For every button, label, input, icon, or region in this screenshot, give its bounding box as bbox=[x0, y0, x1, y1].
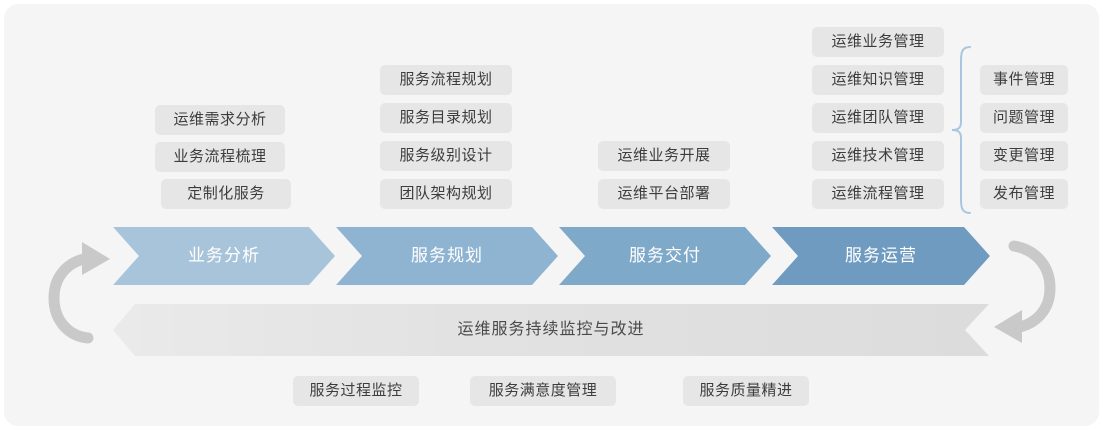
tag-service-planning-1[interactable]: 服务流程规划 bbox=[380, 65, 512, 95]
tag-service-operation-3[interactable]: 运维团队管理 bbox=[812, 103, 944, 133]
stage-label: 服务运营 bbox=[845, 246, 917, 265]
continuous-improvement-label: 运维服务持续监控与改进 bbox=[457, 321, 645, 338]
tag-service-operation-4[interactable]: 运维技术管理 bbox=[812, 141, 944, 171]
stage-chevron-business-analysis[interactable]: 业务分析 bbox=[113, 227, 335, 285]
tag-service-planning-3[interactable]: 服务级别设计 bbox=[380, 141, 512, 171]
tag-service-operation-1[interactable]: 运维业务管理 bbox=[812, 27, 944, 57]
tag-service-operation-5[interactable]: 运维流程管理 bbox=[812, 179, 944, 209]
brace-connector bbox=[951, 46, 971, 214]
tag-service-planning-2[interactable]: 服务目录规划 bbox=[380, 103, 512, 133]
stage-chevron-service-operation[interactable]: 服务运营 bbox=[772, 227, 990, 285]
tag-service-delivery-2[interactable]: 运维平台部署 bbox=[598, 179, 730, 209]
stage-label: 业务分析 bbox=[188, 246, 260, 265]
tag-business-analysis-1[interactable]: 运维需求分析 bbox=[155, 105, 285, 135]
tag-service-planning-4[interactable]: 团队架构规划 bbox=[380, 179, 512, 209]
tag-footer-3[interactable]: 服务质量精进 bbox=[683, 376, 809, 406]
tag-service-delivery-1[interactable]: 运维业务开展 bbox=[598, 141, 730, 171]
tag-business-analysis-3[interactable]: 定制化服务 bbox=[161, 179, 291, 209]
tag-process-management-2[interactable]: 问题管理 bbox=[980, 103, 1068, 133]
tag-process-management-4[interactable]: 发布管理 bbox=[980, 179, 1068, 209]
tag-footer-2[interactable]: 服务满意度管理 bbox=[470, 376, 616, 406]
tag-process-management-1[interactable]: 事件管理 bbox=[980, 65, 1068, 95]
stage-chevron-service-delivery[interactable]: 服务交付 bbox=[559, 227, 771, 285]
cycle-arrow-left-icon bbox=[48, 242, 110, 344]
tag-business-analysis-2[interactable]: 业务流程梳理 bbox=[155, 142, 285, 172]
tag-process-management-3[interactable]: 变更管理 bbox=[980, 141, 1068, 171]
tag-footer-1[interactable]: 服务过程监控 bbox=[293, 376, 419, 406]
cycle-arrow-right-icon bbox=[994, 240, 1056, 343]
stage-chevron-service-planning[interactable]: 服务规划 bbox=[336, 227, 558, 285]
continuous-improvement-band: 运维服务持续监控与改进 bbox=[113, 304, 989, 356]
stage-label: 服务交付 bbox=[629, 246, 701, 265]
stage-label: 服务规划 bbox=[411, 246, 483, 265]
tag-service-operation-2[interactable]: 运维知识管理 bbox=[812, 65, 944, 95]
